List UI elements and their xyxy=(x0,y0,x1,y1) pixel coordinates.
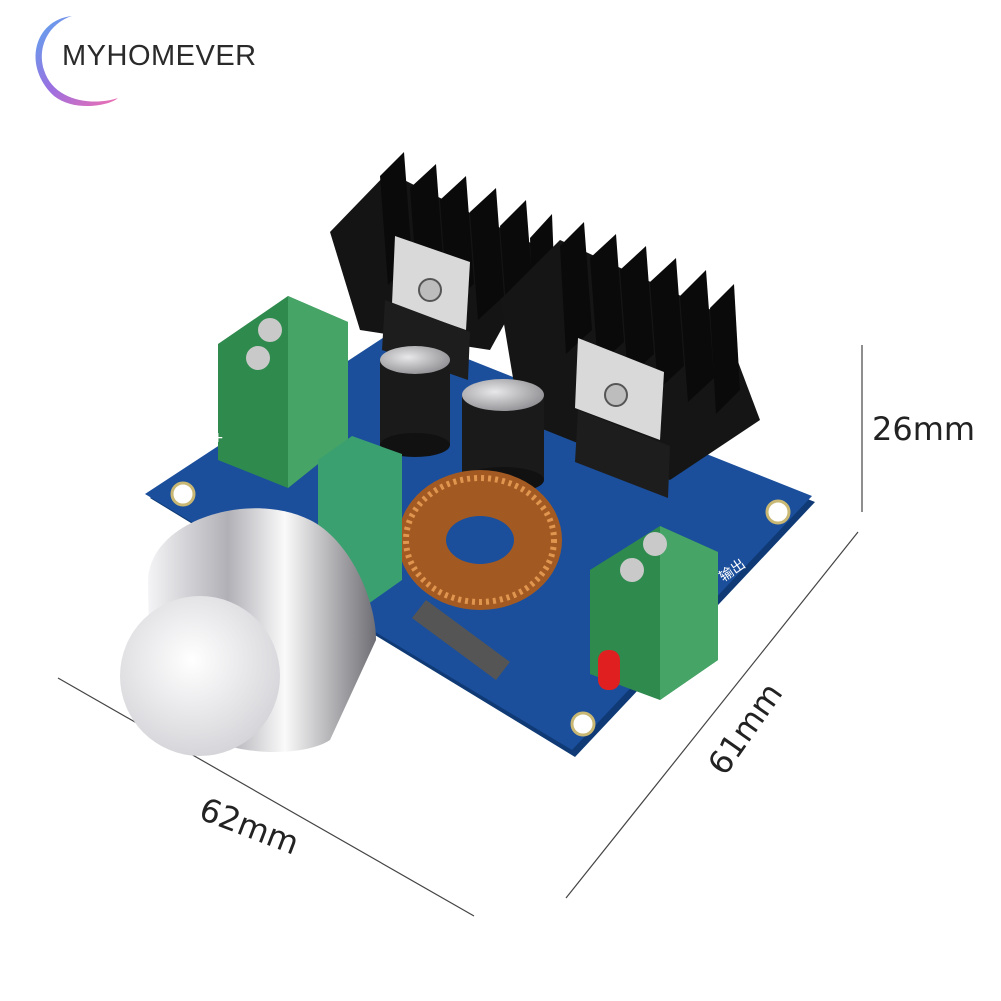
terminal-output xyxy=(590,526,718,700)
heatsink-right xyxy=(500,222,760,498)
knob xyxy=(120,508,376,756)
led-indicator xyxy=(598,650,620,690)
plus-label-right: + xyxy=(688,676,700,692)
capacitor-1 xyxy=(380,346,450,457)
diode xyxy=(412,600,510,680)
plus-label-left: + xyxy=(212,430,224,446)
brand-name: MYHOMEVER xyxy=(62,40,257,72)
toroid-inductor xyxy=(398,470,562,610)
dimension-lines xyxy=(57,345,863,917)
terminal-input xyxy=(218,296,348,488)
height-dimension-label: 26mm xyxy=(872,410,976,448)
